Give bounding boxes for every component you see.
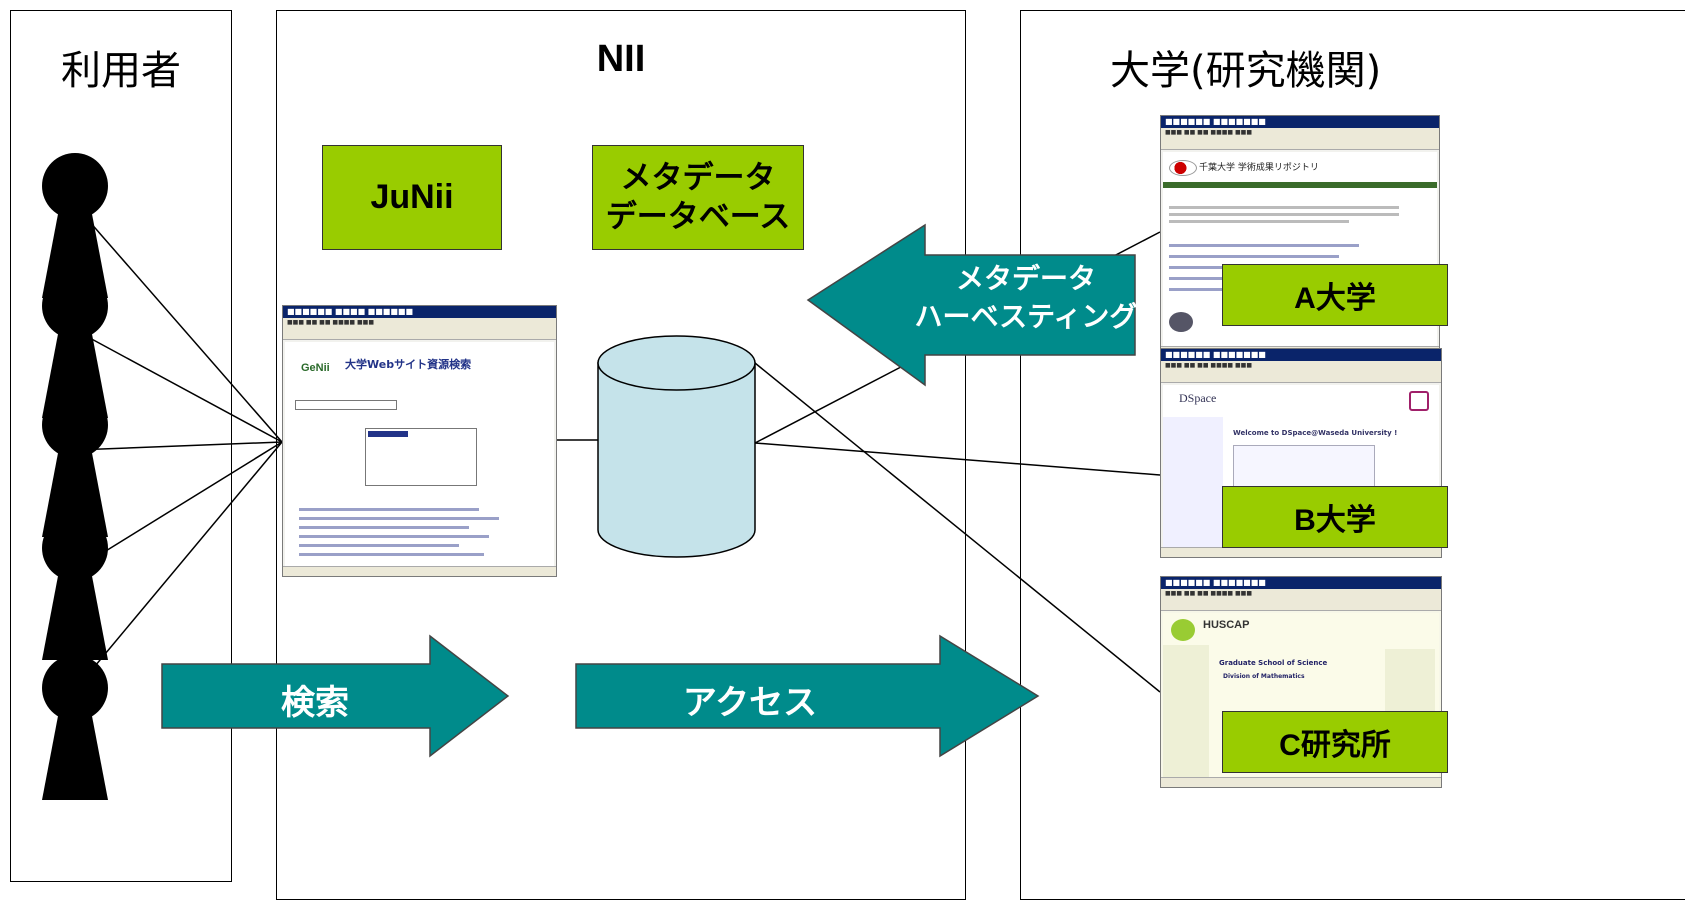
harvest-label: メタデータ ハーベスティング <box>912 260 1140 336</box>
dspace-emblem-icon <box>1409 391 1429 411</box>
window-titlebar: ■■■■■■ ■■■■■■■ <box>1161 116 1439 128</box>
metadata-db-label-line2: データベース <box>605 198 791 234</box>
window-content: GeNii 大学Webサイト資源検索 <box>285 342 554 566</box>
window-titlebar: ■■■■■■ ■■■■ ■■■■■■ <box>283 306 556 318</box>
junii-result-list <box>365 428 477 486</box>
university-a-logo-icon <box>1169 160 1197 176</box>
user-connection-lines <box>74 204 1161 693</box>
university-a-heading: 千葉大学 学術成果リポジトリ <box>1199 163 1319 173</box>
access-label: アクセス <box>682 683 818 723</box>
junii-label: JuNii <box>370 178 454 216</box>
huscap-logo-icon <box>1171 619 1195 641</box>
dspace-logo: DSpace <box>1179 391 1217 405</box>
dspace-welcome: Welcome to DSpace@Waseda University ! <box>1233 429 1398 437</box>
database-cylinder-icon <box>597 335 756 558</box>
window-toolbar <box>1161 370 1441 383</box>
harvest-label-line2: ハーベスティング <box>914 299 1138 333</box>
users-title: 利用者 <box>61 48 181 94</box>
window-titlebar: ■■■■■■ ■■■■■■■ <box>1161 577 1441 589</box>
window-toolbar <box>1161 598 1441 611</box>
junii-heading: 大学Webサイト資源検索 <box>345 358 472 371</box>
window-toolbar <box>1161 137 1439 150</box>
user-icon <box>42 515 108 660</box>
window-statusbar <box>1161 547 1441 557</box>
user-icon <box>42 153 108 298</box>
window-menubar: ■■■ ■■ ■■ ■■■■ ■■■ <box>1161 128 1439 137</box>
access-arrow <box>575 634 1040 758</box>
university-a-seal-icon <box>1169 312 1193 332</box>
institution-b-text: B大学 <box>1294 504 1376 537</box>
user-icon <box>42 655 108 800</box>
huscap-heading: HUSCAP <box>1203 619 1250 631</box>
window-statusbar <box>283 566 556 576</box>
university-title: 大学(研究機関) <box>1110 48 1382 94</box>
window-toolbar <box>283 327 556 340</box>
junii-box: JuNii <box>322 145 502 250</box>
window-statusbar <box>1161 777 1441 787</box>
junii-search-field <box>295 400 397 410</box>
user-figures <box>42 153 108 800</box>
institution-c-label: C研究所 <box>1222 711 1448 773</box>
institution-b-label: B大学 <box>1222 486 1448 548</box>
nii-title: NII <box>596 38 646 80</box>
harvest-label-line1: メタデータ <box>955 262 1096 295</box>
junii-category-list <box>299 502 519 566</box>
window-titlebar: ■■■■■■ ■■■■■■■ <box>1161 349 1441 361</box>
institution-c-text: C研究所 <box>1279 729 1391 762</box>
metadata-db-label-line1: メタデータ <box>620 159 776 195</box>
junii-screenshot: ■■■■■■ ■■■■ ■■■■■■ ■■■ ■■ ■■ ■■■■ ■■■ Ge… <box>282 305 557 577</box>
institution-a-label: A大学 <box>1222 264 1448 326</box>
window-menubar: ■■■ ■■ ■■ ■■■■ ■■■ <box>283 318 556 327</box>
junii-logo: GeNii <box>301 362 330 374</box>
metadata-db-box: メタデータ データベース <box>592 145 804 250</box>
window-menubar: ■■■ ■■ ■■ ■■■■ ■■■ <box>1161 589 1441 598</box>
harvest-arrow <box>806 223 1136 387</box>
user-icon <box>42 392 108 537</box>
institution-a-text: A大学 <box>1294 282 1376 315</box>
search-arrow <box>161 634 510 758</box>
window-menubar: ■■■ ■■ ■■ ■■■■ ■■■ <box>1161 361 1441 370</box>
huscap-section1: Graduate School of Science <box>1219 659 1328 667</box>
search-label: 検索 <box>281 683 349 723</box>
huscap-section2: Division of Mathematics <box>1223 673 1305 680</box>
